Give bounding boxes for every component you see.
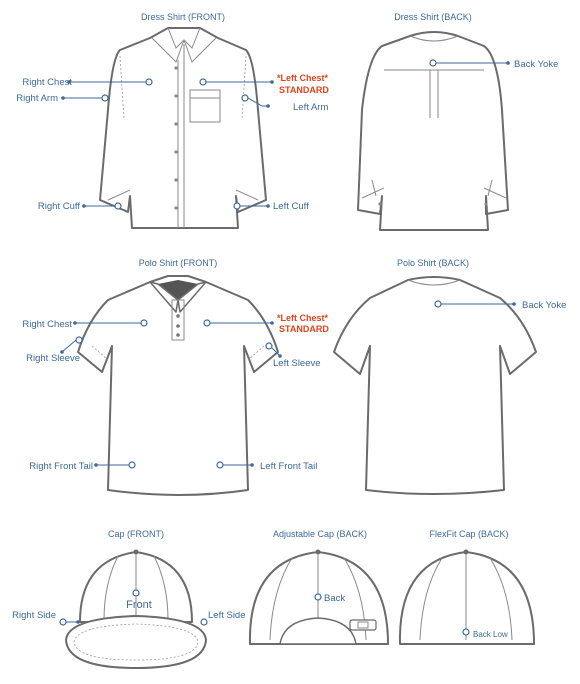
callout-left-cuff: Left Cuff — [233, 201, 309, 212]
callout-left-arm: Left Arm — [241, 94, 328, 113]
label-right-sleeve: Right Sleeve — [26, 353, 80, 364]
dress-shirt-front: Dress Shirt (FRONT) — [99, 12, 267, 229]
label-left-arm: Left Arm — [293, 102, 328, 113]
callout-adj-back: Back — [314, 593, 345, 604]
callout-polo-left-chest: *Left Chest* STANDARD — [203, 313, 329, 334]
label-standard: STANDARD — [279, 85, 329, 95]
callout-right-sleeve: Right Sleeve — [26, 336, 83, 364]
label-cap-left-side: Left Side — [208, 610, 246, 621]
callout-polo-back-yoke: Back Yoke — [434, 300, 566, 311]
callout-cap-right-side: Right Side — [12, 610, 80, 626]
label-back-low: Back Low — [473, 630, 508, 639]
callout-back-yoke: Back Yoke — [429, 59, 558, 70]
adjustable-cap-back: Adjustable Cap (BACK) — [248, 529, 389, 645]
label-right-front-tail: Right Front Tail — [29, 461, 93, 472]
label-right-arm: Right Arm — [16, 93, 58, 104]
label-polo-standard: STANDARD — [279, 324, 329, 334]
callout-cap-left-side: Left Side — [200, 610, 246, 626]
label-right-chest: Right Chest — [22, 77, 72, 88]
label-polo-left-chest-star: *Left Chest* — [277, 313, 329, 323]
dress-shirt-back: Dress Shirt (BACK) — [357, 12, 509, 231]
flexfit-cap-back: FlexFit Cap (BACK) — [398, 529, 535, 645]
label-polo-right-chest: Right Chest — [22, 319, 72, 330]
callout-back-low: Back Low — [462, 628, 508, 639]
label-adj-back: Back — [324, 593, 345, 604]
callout-left-chest: *Left Chest* STANDARD — [199, 73, 329, 95]
label-left-chest-star: *Left Chest* — [277, 73, 329, 83]
cap-front: Cap (FRONT) — [65, 529, 207, 669]
title-dress-shirt-front: Dress Shirt (FRONT) — [141, 12, 225, 22]
label-polo-back-yoke: Back Yoke — [522, 300, 566, 311]
label-right-cuff: Right Cuff — [38, 201, 80, 212]
label-back-yoke: Back Yoke — [514, 59, 558, 70]
label-left-front-tail: Left Front Tail — [260, 461, 317, 472]
title-dress-shirt-back: Dress Shirt (BACK) — [394, 12, 472, 22]
callout-right-chest: Right Chest — [22, 77, 153, 88]
callout-cap-front: Front — [126, 589, 152, 611]
title-polo-shirt-front: Polo Shirt (FRONT) — [139, 258, 218, 268]
callout-polo-right-chest: Right Chest — [22, 319, 148, 330]
title-polo-shirt-back: Polo Shirt (BACK) — [397, 258, 469, 268]
label-cap-front: Front — [126, 599, 152, 611]
label-left-sleeve: Left Sleeve — [273, 358, 321, 369]
callout-right-front-tail: Right Front Tail — [29, 461, 136, 472]
label-cap-right-side: Right Side — [12, 610, 56, 621]
title-flexfit-cap-back: FlexFit Cap (BACK) — [429, 529, 508, 539]
callout-left-sleeve: Left Sleeve — [265, 342, 321, 369]
label-left-cuff: Left Cuff — [273, 201, 309, 212]
callout-right-cuff: Right Cuff — [38, 201, 122, 212]
polo-shirt-back: Polo Shirt (BACK) — [333, 258, 537, 495]
callout-left-front-tail: Left Front Tail — [216, 461, 317, 472]
polo-shirt-front: Polo Shirt (FRONT) — [77, 258, 279, 496]
callout-right-arm: Right Arm — [16, 93, 109, 104]
title-cap-front: Cap (FRONT) — [108, 529, 164, 539]
title-adjustable-cap-back: Adjustable Cap (BACK) — [273, 529, 367, 539]
